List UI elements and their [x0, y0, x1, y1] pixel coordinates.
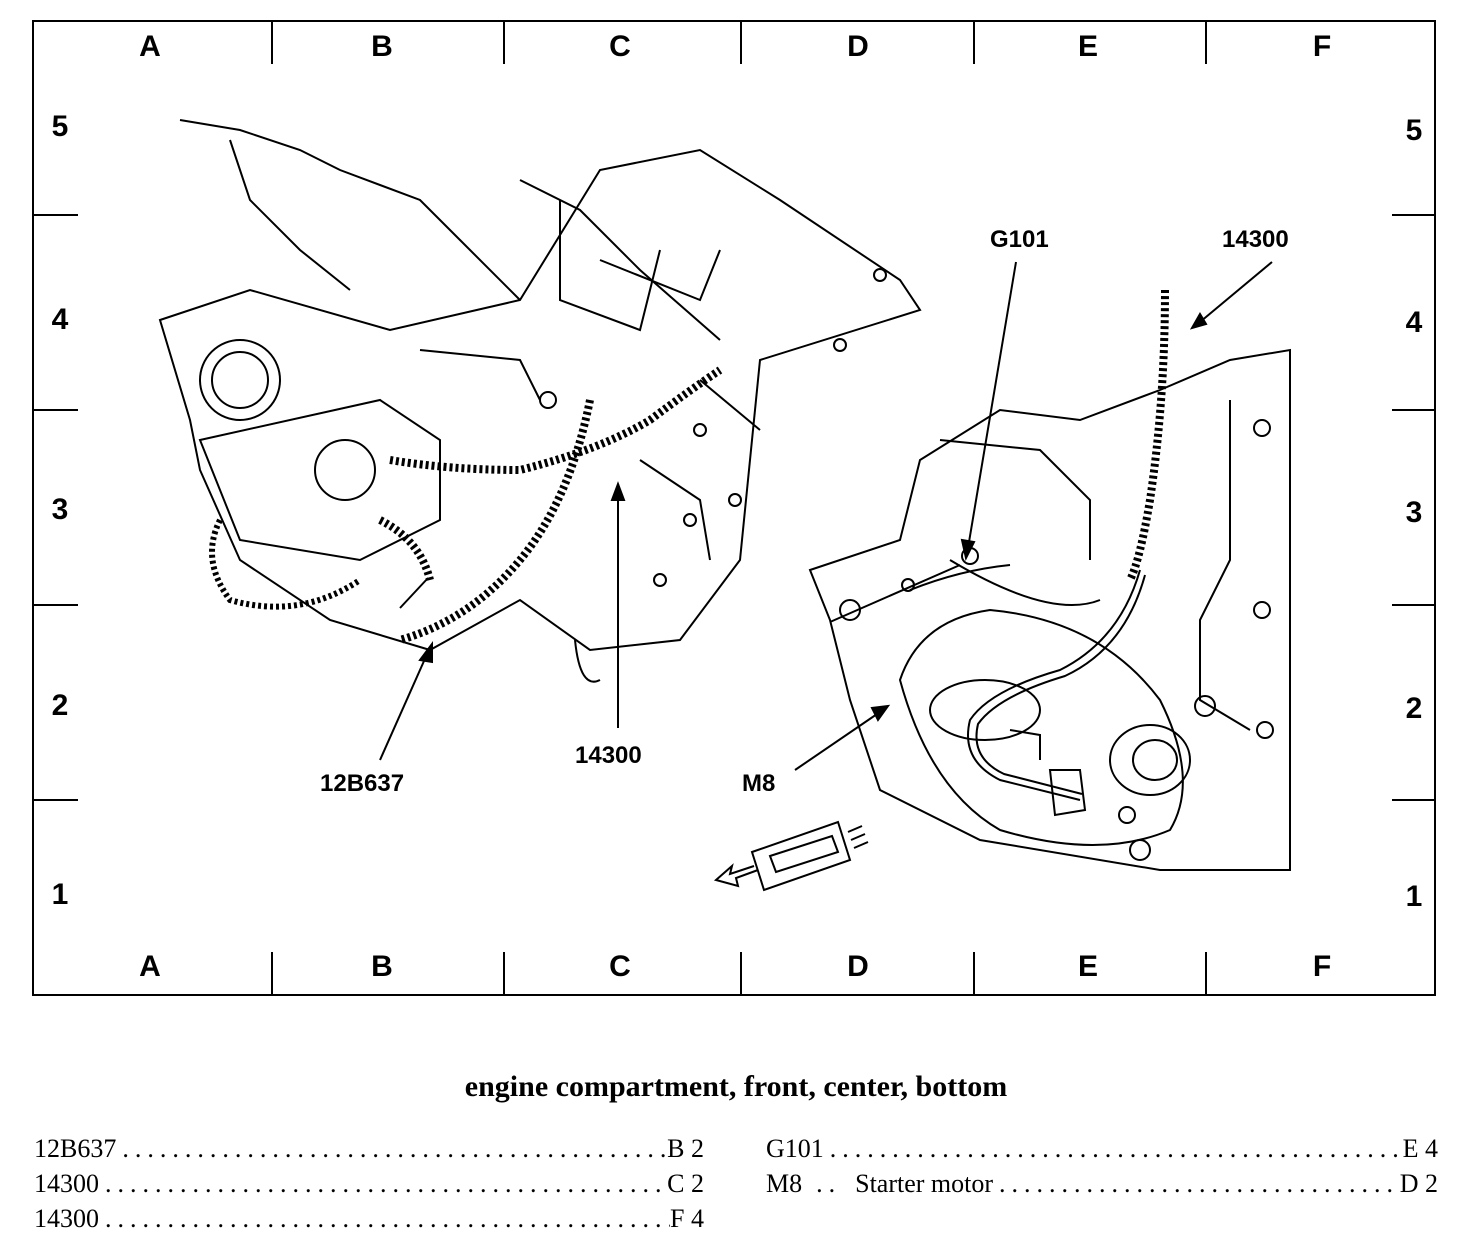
legend-item-14300-c2: 14300 ..................................… [34, 1169, 704, 1199]
left-engine-illustration [158, 119, 922, 683]
right-starter-illustration [808, 289, 1291, 871]
legend-location: F 4 [670, 1204, 704, 1233]
legend-id: M8 [766, 1169, 803, 1198]
legend-item-g101: G101 ...................................… [766, 1134, 1438, 1164]
callout-12b637: 12B637 [320, 770, 405, 797]
row-label-left-5: 5 [51, 110, 69, 143]
column-label-top-a: A [139, 30, 161, 63]
row-label-left-4: 4 [51, 303, 69, 336]
legend-item-12b637: 12B637 .................................… [34, 1134, 704, 1164]
column-label-top-d: D [847, 30, 869, 63]
diagram-caption: engine compartment, front, center, botto… [464, 1070, 1008, 1103]
column-label-bottom-a: A [139, 950, 161, 983]
column-label-bottom-f: F [1312, 950, 1332, 983]
column-label-bottom-c: C [609, 950, 631, 983]
legend-leader: ........................................… [829, 1134, 1403, 1163]
callout-14300-right: 14300 [1222, 226, 1289, 253]
row-label-left-1: 1 [51, 878, 69, 911]
callout-m8: M8 [742, 770, 776, 797]
column-ticks [271, 22, 1207, 995]
row-label-right-4: 4 [1405, 306, 1423, 339]
connector-direction-icon [713, 820, 869, 892]
column-label-top-e: E [1077, 30, 1098, 63]
column-label-bottom-d: D [847, 950, 869, 983]
legend-location: D 2 [1399, 1169, 1438, 1198]
legend-location: E 4 [1402, 1134, 1438, 1163]
row-label-right-1: 1 [1405, 880, 1423, 913]
column-label-bottom-e: E [1077, 950, 1098, 983]
legend-leader: ........................................… [122, 1134, 667, 1163]
legend-id: 12B637 [34, 1134, 117, 1163]
callout-14300-left: 14300 [575, 742, 642, 769]
legend-description: Starter motor [855, 1169, 994, 1198]
legend-id: 14300 [34, 1204, 99, 1233]
row-ticks [34, 214, 1434, 801]
legend-short-leader: .. [816, 1169, 842, 1198]
callout-g101: G101 [990, 226, 1049, 253]
row-label-right-2: 2 [1405, 692, 1423, 725]
column-label-top-c: C [609, 30, 631, 63]
column-label-top-f: F [1312, 30, 1332, 63]
column-label-bottom-b: B [371, 950, 393, 983]
row-label-left-2: 2 [51, 689, 69, 722]
legend-id: 14300 [34, 1169, 99, 1198]
row-label-right-3: 3 [1405, 496, 1423, 529]
row-label-left-3: 3 [51, 493, 69, 526]
legend-location: C 2 [667, 1169, 704, 1198]
callout-leaders [379, 261, 1273, 771]
column-label-top-b: B [371, 30, 393, 63]
row-label-right-5: 5 [1405, 114, 1423, 147]
legend-leader: ........................................… [999, 1169, 1400, 1198]
legend-id: G101 [766, 1134, 824, 1163]
legend-item-m8: M8 .. Starter motor ....................… [766, 1169, 1438, 1199]
legend-location: B 2 [667, 1134, 704, 1163]
legend-item-14300-f4: 14300 ..................................… [34, 1204, 704, 1234]
legend-leader: ........................................… [105, 1204, 670, 1233]
legend-leader: ........................................… [105, 1169, 668, 1198]
diagram-frame [32, 20, 1436, 996]
